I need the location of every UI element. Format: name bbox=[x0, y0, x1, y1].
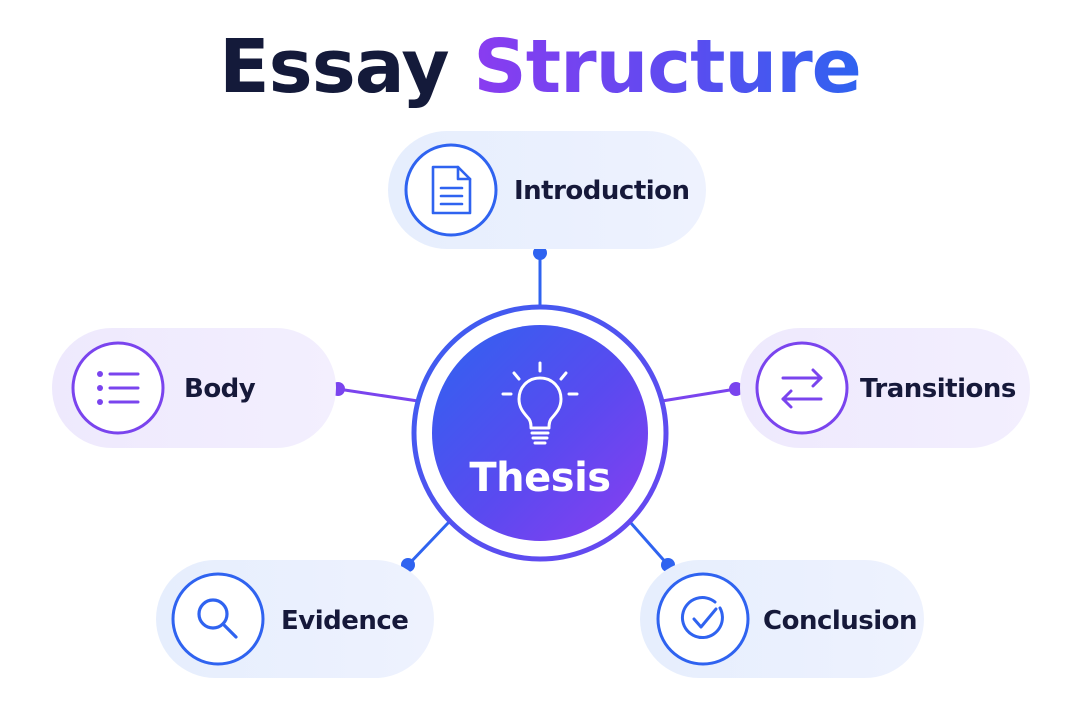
node-conclusion: Conclusion bbox=[640, 560, 924, 678]
node-introduction: Introduction bbox=[388, 131, 706, 249]
transitions-label: Transitions bbox=[860, 374, 1016, 404]
list-icon bbox=[97, 371, 140, 405]
swap-arrows-icon bbox=[781, 368, 823, 409]
introduction-label: Introduction bbox=[514, 176, 690, 206]
magnifier-icon bbox=[197, 598, 238, 639]
connector-body bbox=[331, 382, 419, 403]
lightbulb-icon bbox=[501, 361, 579, 445]
node-body: Body bbox=[52, 328, 336, 448]
connector-introduction bbox=[533, 246, 547, 305]
node-transitions: Transitions bbox=[740, 328, 1030, 448]
connector-evidence bbox=[401, 520, 451, 572]
page-title: Essay Structure bbox=[0, 22, 1080, 112]
thesis-node: Thesis bbox=[411, 304, 669, 562]
connector-conclusion bbox=[628, 521, 675, 572]
connector-transitions bbox=[661, 382, 743, 403]
document-icon bbox=[431, 165, 472, 215]
thesis-label: Thesis bbox=[469, 455, 610, 501]
evidence-label: Evidence bbox=[281, 606, 408, 636]
check-circle-icon bbox=[680, 596, 724, 640]
node-evidence: Evidence bbox=[156, 560, 434, 678]
conclusion-label: Conclusion bbox=[763, 606, 917, 636]
title-part-essay: Essay bbox=[219, 24, 450, 110]
body-label: Body bbox=[184, 374, 256, 404]
title-part-structure: Structure bbox=[473, 24, 861, 110]
